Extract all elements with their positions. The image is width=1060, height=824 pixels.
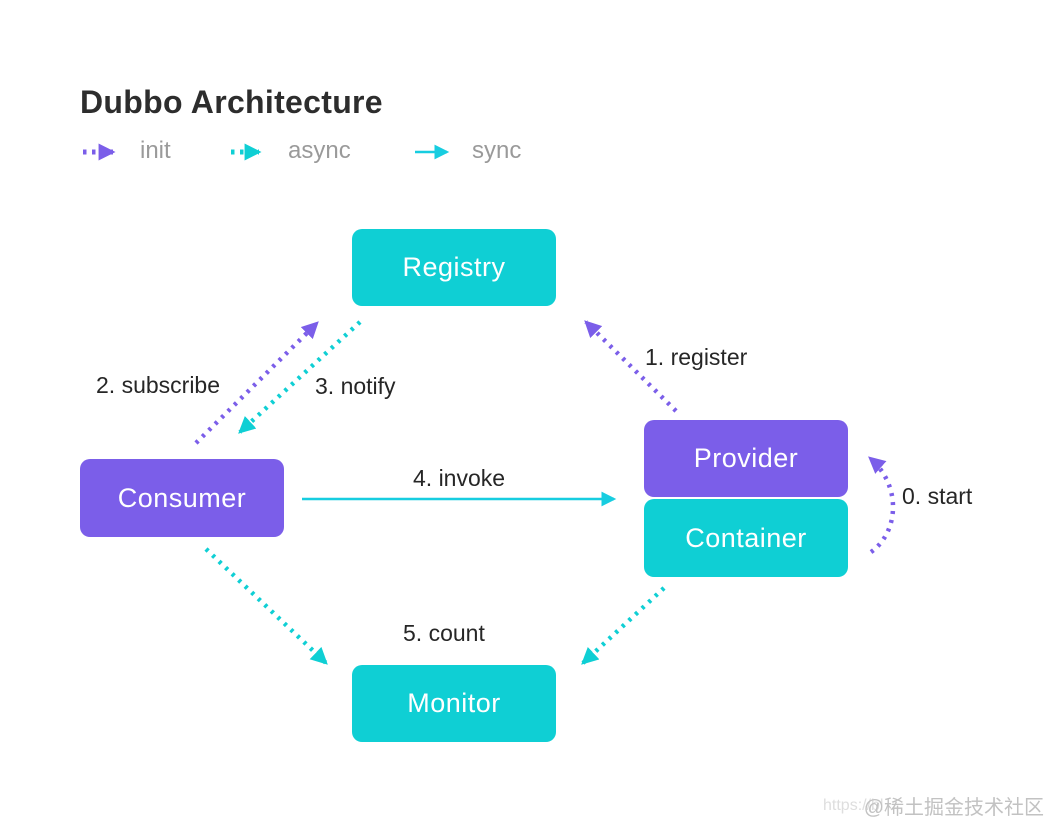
edge-notify-arrow: [238, 320, 362, 434]
node-provider-label: Provider: [693, 443, 799, 473]
node-monitor: Monitor: [352, 665, 556, 742]
node-registry: Registry: [352, 229, 556, 306]
node-provider: Provider: [644, 420, 848, 497]
edge-count-left-arrow: [204, 547, 328, 665]
node-monitor-label: Monitor: [407, 688, 501, 718]
watermark-url-text: https://bl: [823, 797, 884, 814]
legend-label-async: async: [288, 137, 351, 164]
edge-subscribe-arrow: [194, 321, 319, 445]
node-container-label: Container: [685, 522, 807, 553]
edge-register-arrow: [584, 320, 678, 413]
node-registry-label: Registry: [402, 252, 506, 282]
node-consumer: Consumer: [80, 459, 284, 537]
legend-label-init: init: [140, 137, 171, 164]
watermark-community-text: @稀土掘金技术社区: [863, 797, 1044, 819]
edge-label-subscribe: 2. subscribe: [96, 372, 221, 398]
edge-label-start: 0. start: [902, 483, 973, 509]
edge-label-notify: 3. notify: [315, 373, 396, 399]
diagram-title: Dubbo Architecture: [80, 84, 383, 120]
edge-label-count: 5. count: [403, 620, 485, 646]
edge-start-arrow: [868, 456, 896, 554]
edge-label-register: 1. register: [645, 344, 748, 370]
node-consumer-label: Consumer: [117, 482, 247, 513]
edge-label-invoke: 4. invoke: [413, 465, 506, 491]
legend-label-sync: sync: [472, 137, 522, 164]
node-container: Container: [644, 499, 848, 577]
edge-count-right-arrow: [581, 586, 666, 665]
